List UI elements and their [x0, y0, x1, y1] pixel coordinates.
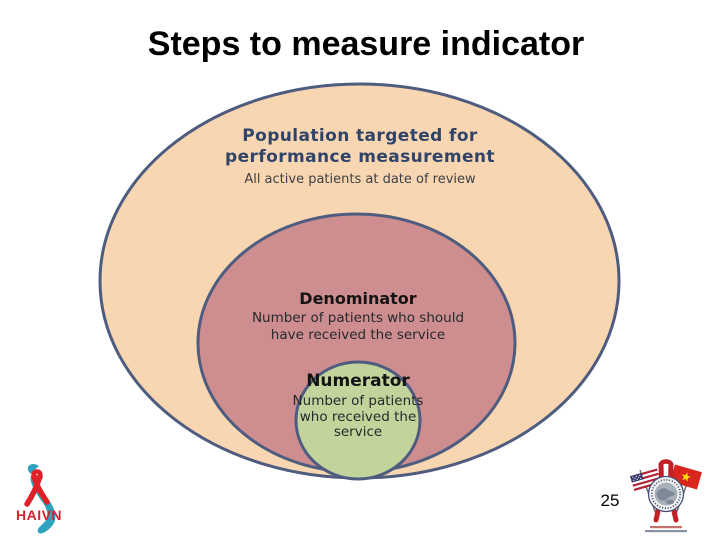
partnership-logo [630, 459, 702, 533]
population-text-block: Population targeted for performance meas… [224, 126, 496, 188]
denominator-text-block: Denominator Number of patients who shoul… [241, 289, 475, 344]
page-number: 25 [600, 491, 620, 510]
partnership-caption-lines [645, 526, 687, 533]
vietnam-star [681, 472, 692, 482]
numerator-subtitle: Number of patients who received the serv… [292, 393, 424, 440]
vietnam-map-ribbon-icon [24, 463, 56, 534]
numerator-text-block: Numerator Number of patients who receive… [287, 371, 429, 441]
aids-ribbon-tail-left [31, 473, 50, 505]
globe-continents [656, 488, 675, 501]
haivn-wordmark: HAIVN [15, 507, 63, 523]
population-heading: Population targeted for performance meas… [225, 126, 495, 167]
globe-icon [647, 475, 685, 513]
denominator-subtitle: Number of patients who should have recei… [251, 310, 465, 343]
haivn-logo: HAIVN [6, 458, 72, 540]
population-subtitle: All active patients at date of review [244, 172, 476, 187]
numerator-heading: Numerator [306, 371, 410, 391]
slide-title: Steps to measure indicator [147, 25, 585, 63]
denominator-heading: Denominator [299, 289, 417, 308]
aids-ribbon-tail-right [24, 473, 43, 507]
numerator-ellipse [294, 360, 422, 481]
